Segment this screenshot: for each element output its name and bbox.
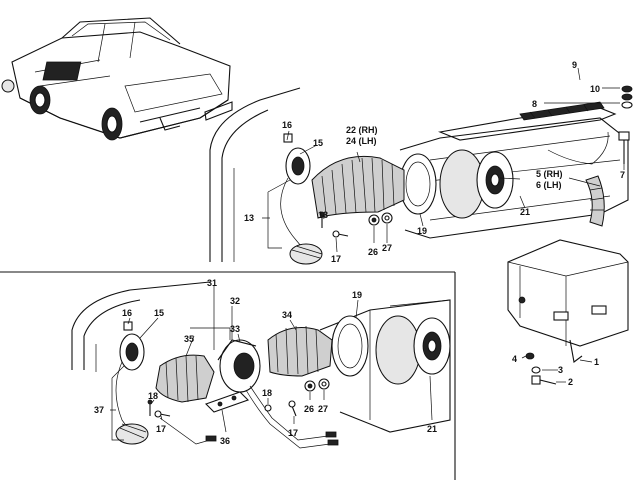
callout-18-lower-right: 18	[262, 388, 272, 398]
callout-9: 9	[572, 60, 577, 70]
callout-36: 36	[220, 436, 230, 446]
callout-19-upper: 19	[417, 226, 427, 236]
sedan-illustration	[1, 17, 233, 141]
heater-case-part	[507, 239, 629, 385]
lower-leader-lines	[110, 286, 433, 441]
box-leader-lines	[521, 355, 593, 383]
callout-2: 2	[568, 377, 573, 387]
callout-33: 33	[230, 324, 240, 334]
callout-4: 4	[512, 354, 517, 364]
callout-32: 32	[230, 296, 240, 306]
callout-17-lower-left: 17	[156, 424, 166, 434]
callout-10: 10	[590, 84, 600, 94]
callout-26-lower: 26	[304, 404, 314, 414]
upper-leader-lines	[262, 67, 625, 253]
callout-1: 1	[594, 357, 599, 367]
lower-heater-assembly	[71, 281, 451, 449]
callout-21-upper: 21	[520, 207, 530, 217]
callout-16-upper: 16	[282, 120, 292, 130]
callout-31: 31	[207, 278, 217, 288]
callout-26-upper: 26	[368, 247, 378, 257]
callout-21-lower: 21	[427, 424, 437, 434]
callout-18-upper: 18	[318, 210, 328, 220]
upper-heater-assembly	[209, 85, 633, 265]
callout-18-lower-left: 18	[148, 391, 158, 401]
callout-15-upper: 15	[313, 138, 323, 148]
callout-27-upper: 27	[382, 243, 392, 253]
callout-17-lower-right: 17	[288, 428, 298, 438]
callout-34: 34	[282, 310, 292, 320]
callout-19-lower: 19	[352, 290, 362, 300]
callout-15-lower: 15	[154, 308, 164, 318]
callout-24-lh: 24 (LH)	[346, 136, 377, 146]
callout-22-rh: 22 (RH)	[346, 125, 378, 135]
callout-16-lower: 16	[122, 308, 132, 318]
callout-27-lower: 27	[318, 404, 328, 414]
callout-7: 7	[620, 170, 625, 180]
callout-3: 3	[558, 365, 563, 375]
callout-17-upper: 17	[331, 254, 341, 264]
callout-5-rh: 5 (RH)	[536, 169, 563, 179]
callout-13: 13	[244, 213, 254, 223]
callout-6-lh: 6 (LH)	[536, 180, 562, 190]
callout-37: 37	[94, 405, 104, 415]
callout-35: 35	[184, 334, 194, 344]
callout-8: 8	[532, 99, 537, 109]
